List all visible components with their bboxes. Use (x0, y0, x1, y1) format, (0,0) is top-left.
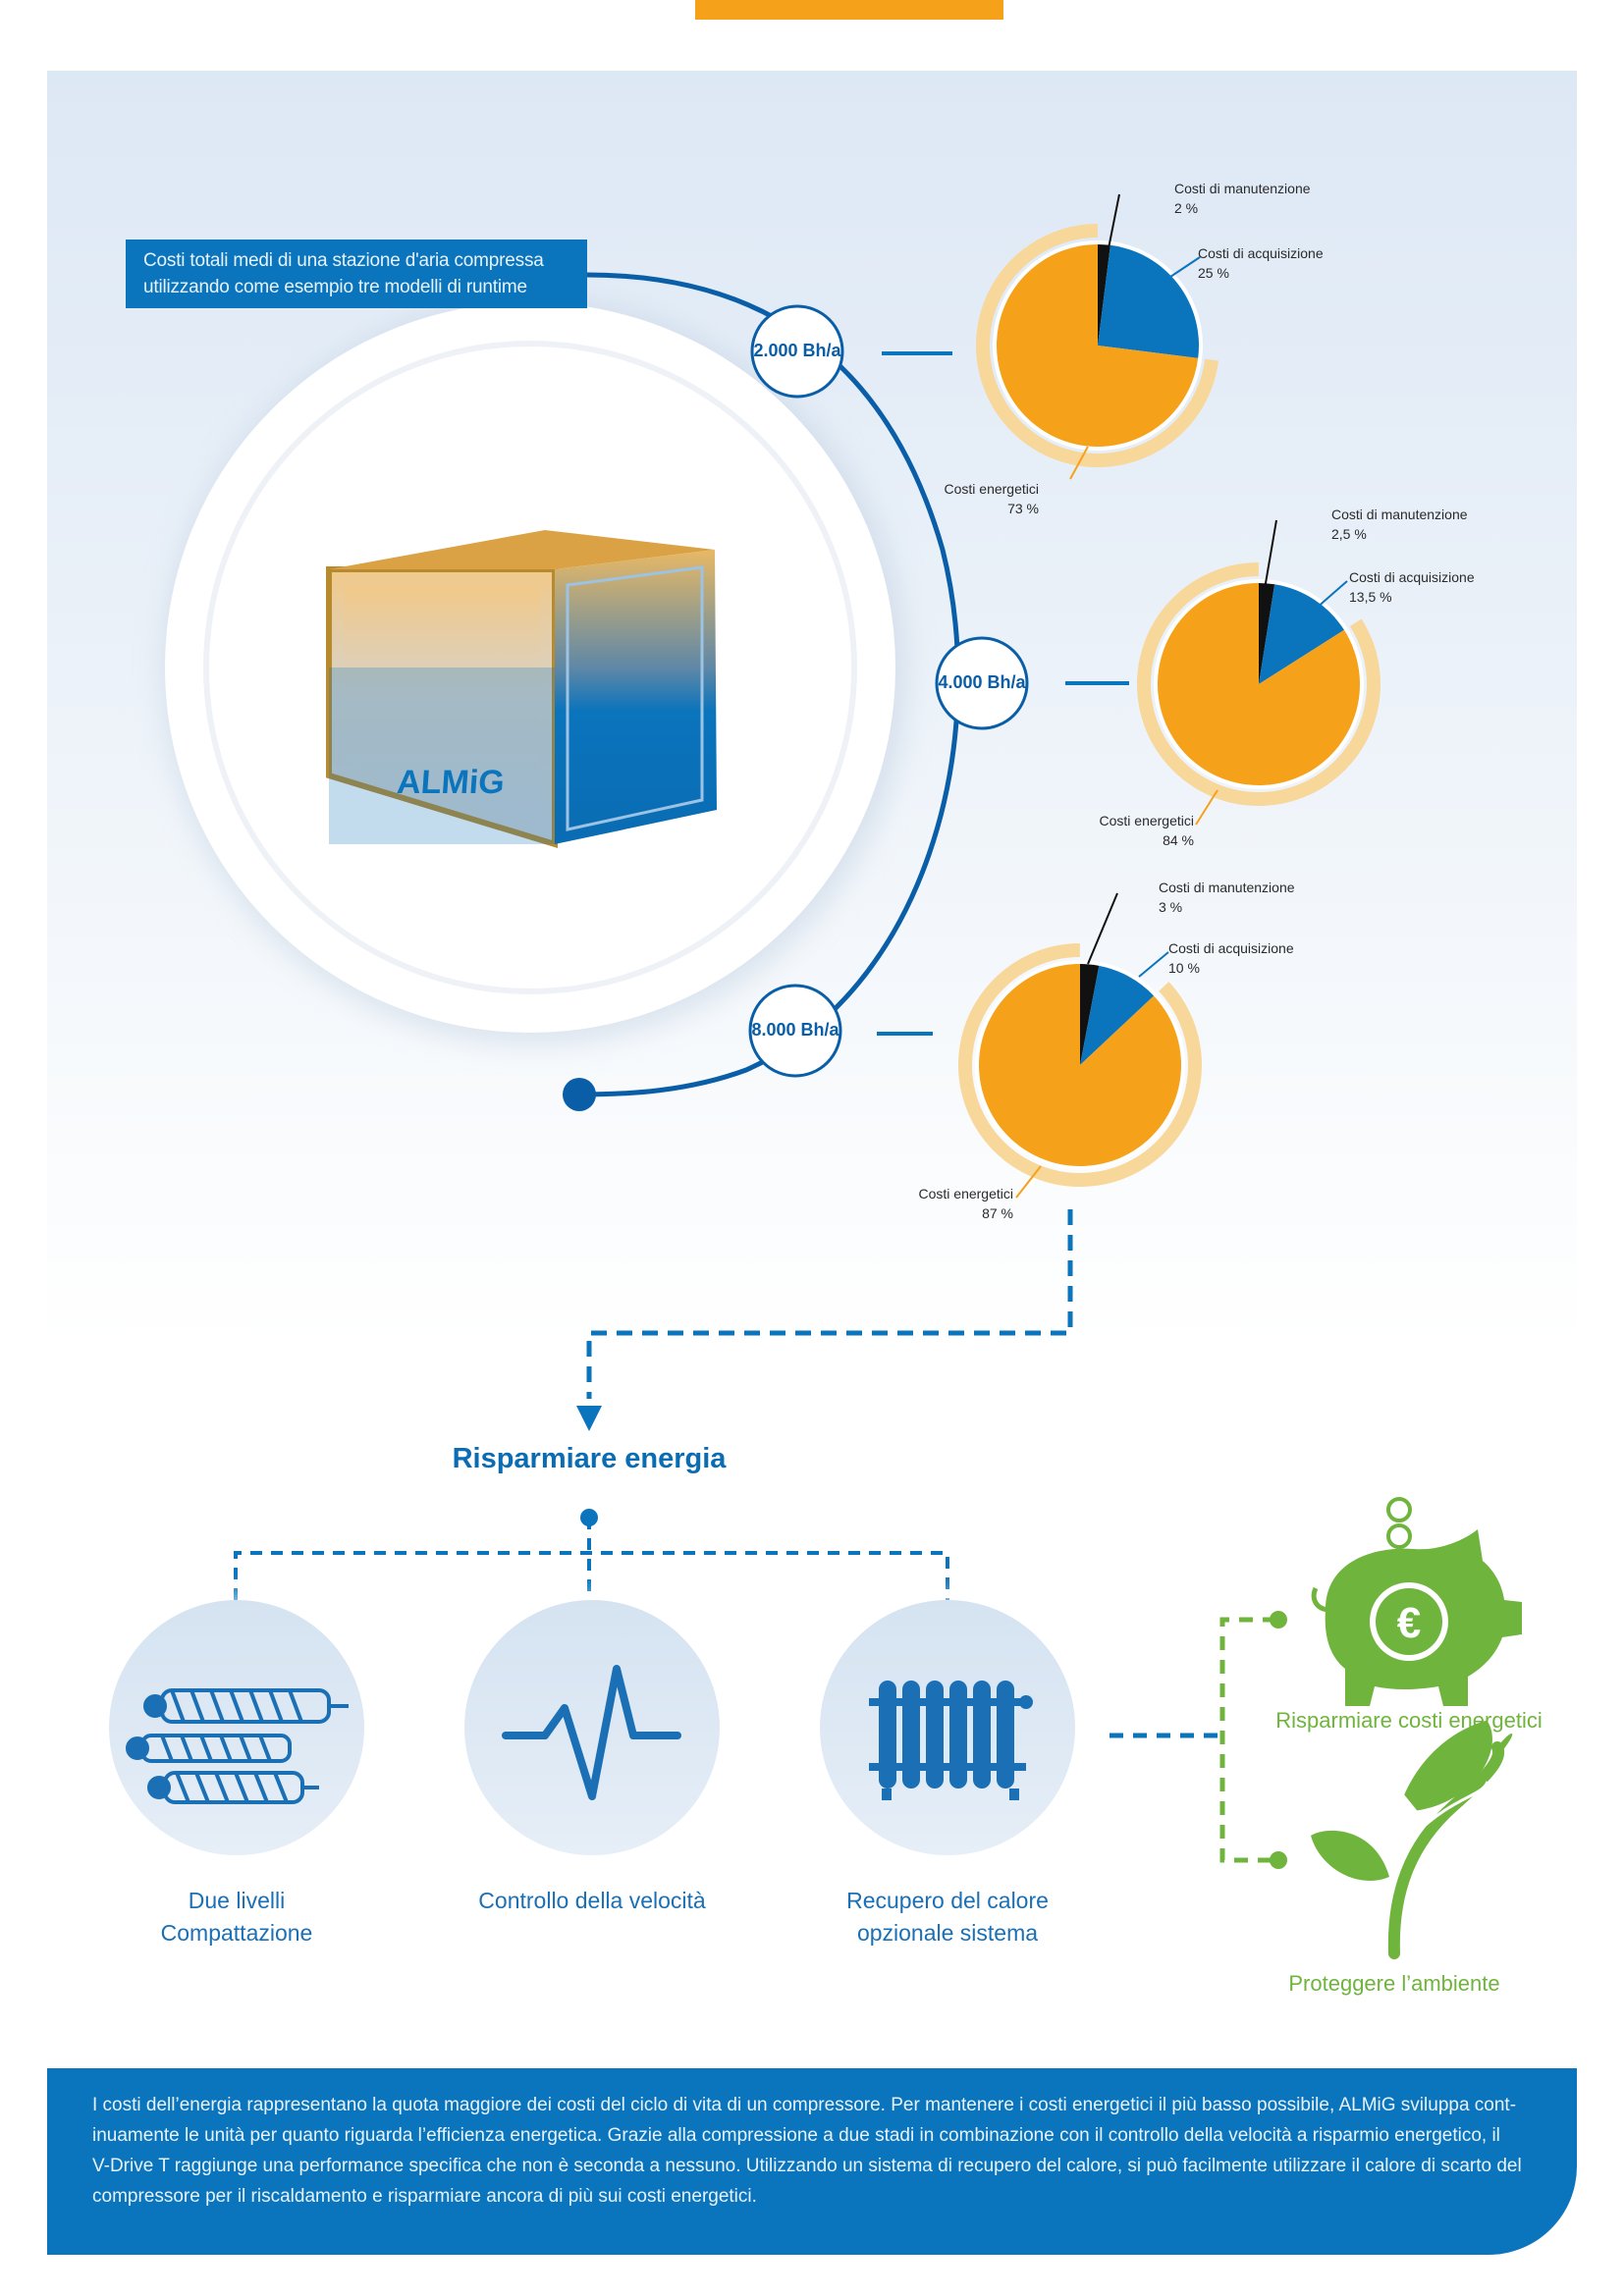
runtime-marker-4000 (935, 636, 1029, 730)
pie-outer-ring (1137, 562, 1380, 806)
piggy-bank-euro-icon (1311, 1497, 1522, 1706)
pie-leader-line-energy (1195, 789, 1218, 826)
compressor-side-face (555, 550, 717, 844)
compressor-top-face (329, 530, 715, 569)
pie-slice-energy (997, 244, 1199, 448)
footer-line-3: V-Drive T raggiunge una performance spec… (92, 2156, 1522, 2176)
plant-icon (1311, 1720, 1513, 1959)
compressor-front-shade (329, 667, 555, 844)
compressor-front-panel (344, 587, 540, 823)
timeline-end-dot (563, 1078, 596, 1111)
pie-leader-line-energy (1015, 1165, 1042, 1199)
radiator-icon (869, 1681, 1033, 1800)
pie-slice-energy (1158, 583, 1360, 786)
pie-outer-ring (958, 943, 1202, 1187)
runtime-marker-8000 (748, 984, 842, 1078)
pie-leader-line-energy (1069, 446, 1089, 480)
euro-symbol-text: € (1397, 1599, 1421, 1647)
pie-leader-line-maintenance (1264, 519, 1277, 590)
runtime-label-4000: 4.000 Bh/a (938, 672, 1026, 692)
pie-outer-ring (976, 224, 1219, 467)
pie-slice-acquisition (1080, 965, 1155, 1065)
benefit-dot-2 (1270, 1851, 1287, 1869)
pie-chart-4000 (1137, 519, 1380, 826)
runtime-label-8000: 8.000 Bh/a (751, 1020, 839, 1040)
footer-line-2: inuamente le unità per quanto riguarda l… (92, 2125, 1500, 2146)
feature-circle-3 (820, 1600, 1075, 1855)
pie-slice-maintenance (1259, 583, 1275, 684)
compressor-unit-icon (326, 530, 717, 849)
pie-chart-2000 (976, 193, 1219, 480)
runtime-label-2000: 2.000 Bh/a (753, 341, 841, 360)
intro-label: Costi totali medi di una stazione d'aria… (126, 240, 587, 308)
pie-leader-line-maintenance (1087, 892, 1118, 965)
pie-slice-maintenance (1098, 244, 1110, 346)
product-circle-inner-ring (203, 341, 857, 994)
runtime-marker-2000 (750, 304, 844, 399)
benefits-connector-green (1219, 1617, 1276, 1863)
branch-horizontal-line (234, 1551, 949, 1600)
pie-leader-line-acquisition (1315, 580, 1348, 610)
speed-wave-icon (502, 1665, 681, 1800)
pie-slice-maintenance (1080, 964, 1100, 1065)
plant-leaf-vein (1412, 1781, 1489, 1838)
screw-rotors-icon (126, 1688, 349, 1804)
feature-circle-1 (109, 1600, 364, 1855)
save-energy-heading: Risparmiare energia (452, 1443, 727, 1474)
footer-line-4: compressore per il riscaldamento e rispa… (92, 2186, 757, 2207)
feature-circle-2 (464, 1600, 720, 1855)
benefit-label-environment: Proteggere l’ambiente (1288, 1971, 1500, 1996)
footer-text-box: I costi dell’energia rappresentano la qu… (47, 2068, 1577, 2255)
flow-dashed-line (586, 1209, 1073, 1399)
pie-chart-8000 (958, 892, 1202, 1199)
pie-leader-line-acquisition (1138, 951, 1169, 978)
brand-logo: ALMiG (396, 764, 506, 801)
intro-line-1: Costi totali medi di una stazione d'aria… (143, 250, 544, 271)
benefit-dot-1 (1270, 1611, 1287, 1629)
flow-arrow-icon (576, 1406, 602, 1431)
pie-slice-energy (978, 964, 1181, 1167)
footer-line-1: I costi dell’energia rappresentano la qu… (92, 2095, 1517, 2115)
benefit-label-save-costs: Risparmiare costi energetici (1275, 1708, 1543, 1733)
top-accent-bar (695, 0, 1003, 20)
feature-label-speed-control: Controllo della velocità (478, 1888, 706, 1913)
pie-slice-acquisition (1259, 584, 1344, 684)
pie-leader-line-acquisition (1158, 256, 1201, 286)
pie-slice-acquisition (1098, 244, 1199, 358)
compressor-side-panel (566, 565, 704, 831)
pie-leader-line-maintenance (1107, 193, 1120, 254)
intro-line-2: utilizzando come esempio tre modelli di … (143, 277, 527, 297)
